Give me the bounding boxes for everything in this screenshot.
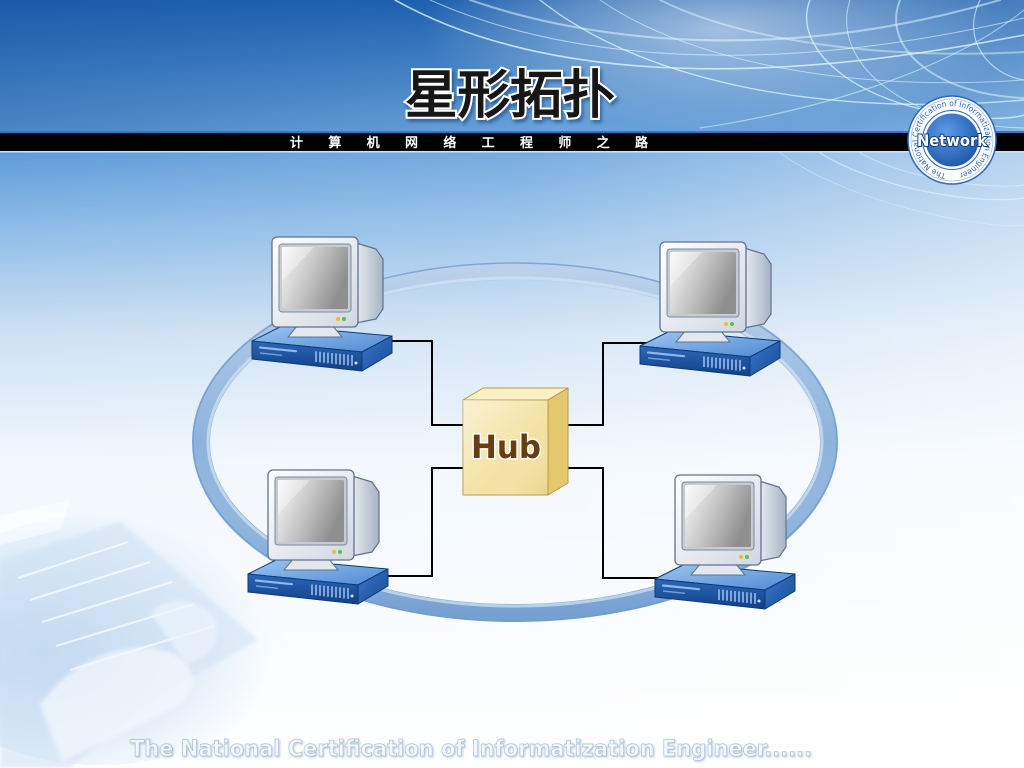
ring-shading xyxy=(192,262,838,622)
paper-shape xyxy=(0,500,70,545)
links xyxy=(383,340,670,579)
swirl-line xyxy=(819,152,1024,201)
page-title: 星形拓扑 xyxy=(405,66,615,126)
swirl-line xyxy=(973,0,1024,81)
banner-bottom-line xyxy=(0,151,1024,153)
link-bottom-left xyxy=(383,467,470,577)
network-logo: The National Certification of Informatiz… xyxy=(907,95,997,185)
link-top-right xyxy=(560,342,656,426)
swirl-line xyxy=(779,152,1024,227)
swirl-line xyxy=(895,0,1024,99)
link-bottom-right xyxy=(560,467,670,579)
banner-top-line xyxy=(0,131,1024,133)
footer-text: The National Certification of Informatiz… xyxy=(130,737,812,762)
logo-inner-disk xyxy=(923,111,981,169)
banner: 计 算 机 网 络 工 程 师 之 路 xyxy=(0,131,1024,153)
swirl-line xyxy=(468,0,1002,42)
banner-bar xyxy=(0,133,1024,151)
hand-shape xyxy=(40,647,193,762)
swirl-line xyxy=(659,0,1024,55)
logo-inner-border xyxy=(922,110,982,170)
link-top-left xyxy=(387,340,470,426)
logo-ring-line xyxy=(910,98,994,182)
star-topology-diagram: Hub xyxy=(192,235,838,622)
header-swirl-lines xyxy=(394,0,1024,129)
swirl-line xyxy=(699,9,1024,129)
top-left-computer-icon xyxy=(250,235,394,373)
hand-shape xyxy=(150,601,218,664)
header: 星形拓扑 xyxy=(0,0,1024,131)
ring-outer-edge xyxy=(192,262,838,622)
bottom-right-computer-icon xyxy=(653,473,797,611)
swirl-line xyxy=(394,0,1024,70)
swirl-line xyxy=(429,0,1024,56)
hub-right-face xyxy=(547,387,569,496)
ring-inner-highlight xyxy=(206,276,824,608)
bottom-left-computer-icon xyxy=(246,468,390,606)
hub-front-shading xyxy=(463,400,548,495)
hub-cube: Hub xyxy=(462,387,569,496)
hub-label: Hub xyxy=(471,428,541,466)
keyboard-hands-image xyxy=(0,500,290,768)
header-glow xyxy=(420,0,1020,130)
top-right-computer-icon xyxy=(638,240,782,378)
swirl-line xyxy=(599,0,1024,84)
swirl-line xyxy=(805,0,1024,120)
logo-label: Network xyxy=(917,131,987,150)
